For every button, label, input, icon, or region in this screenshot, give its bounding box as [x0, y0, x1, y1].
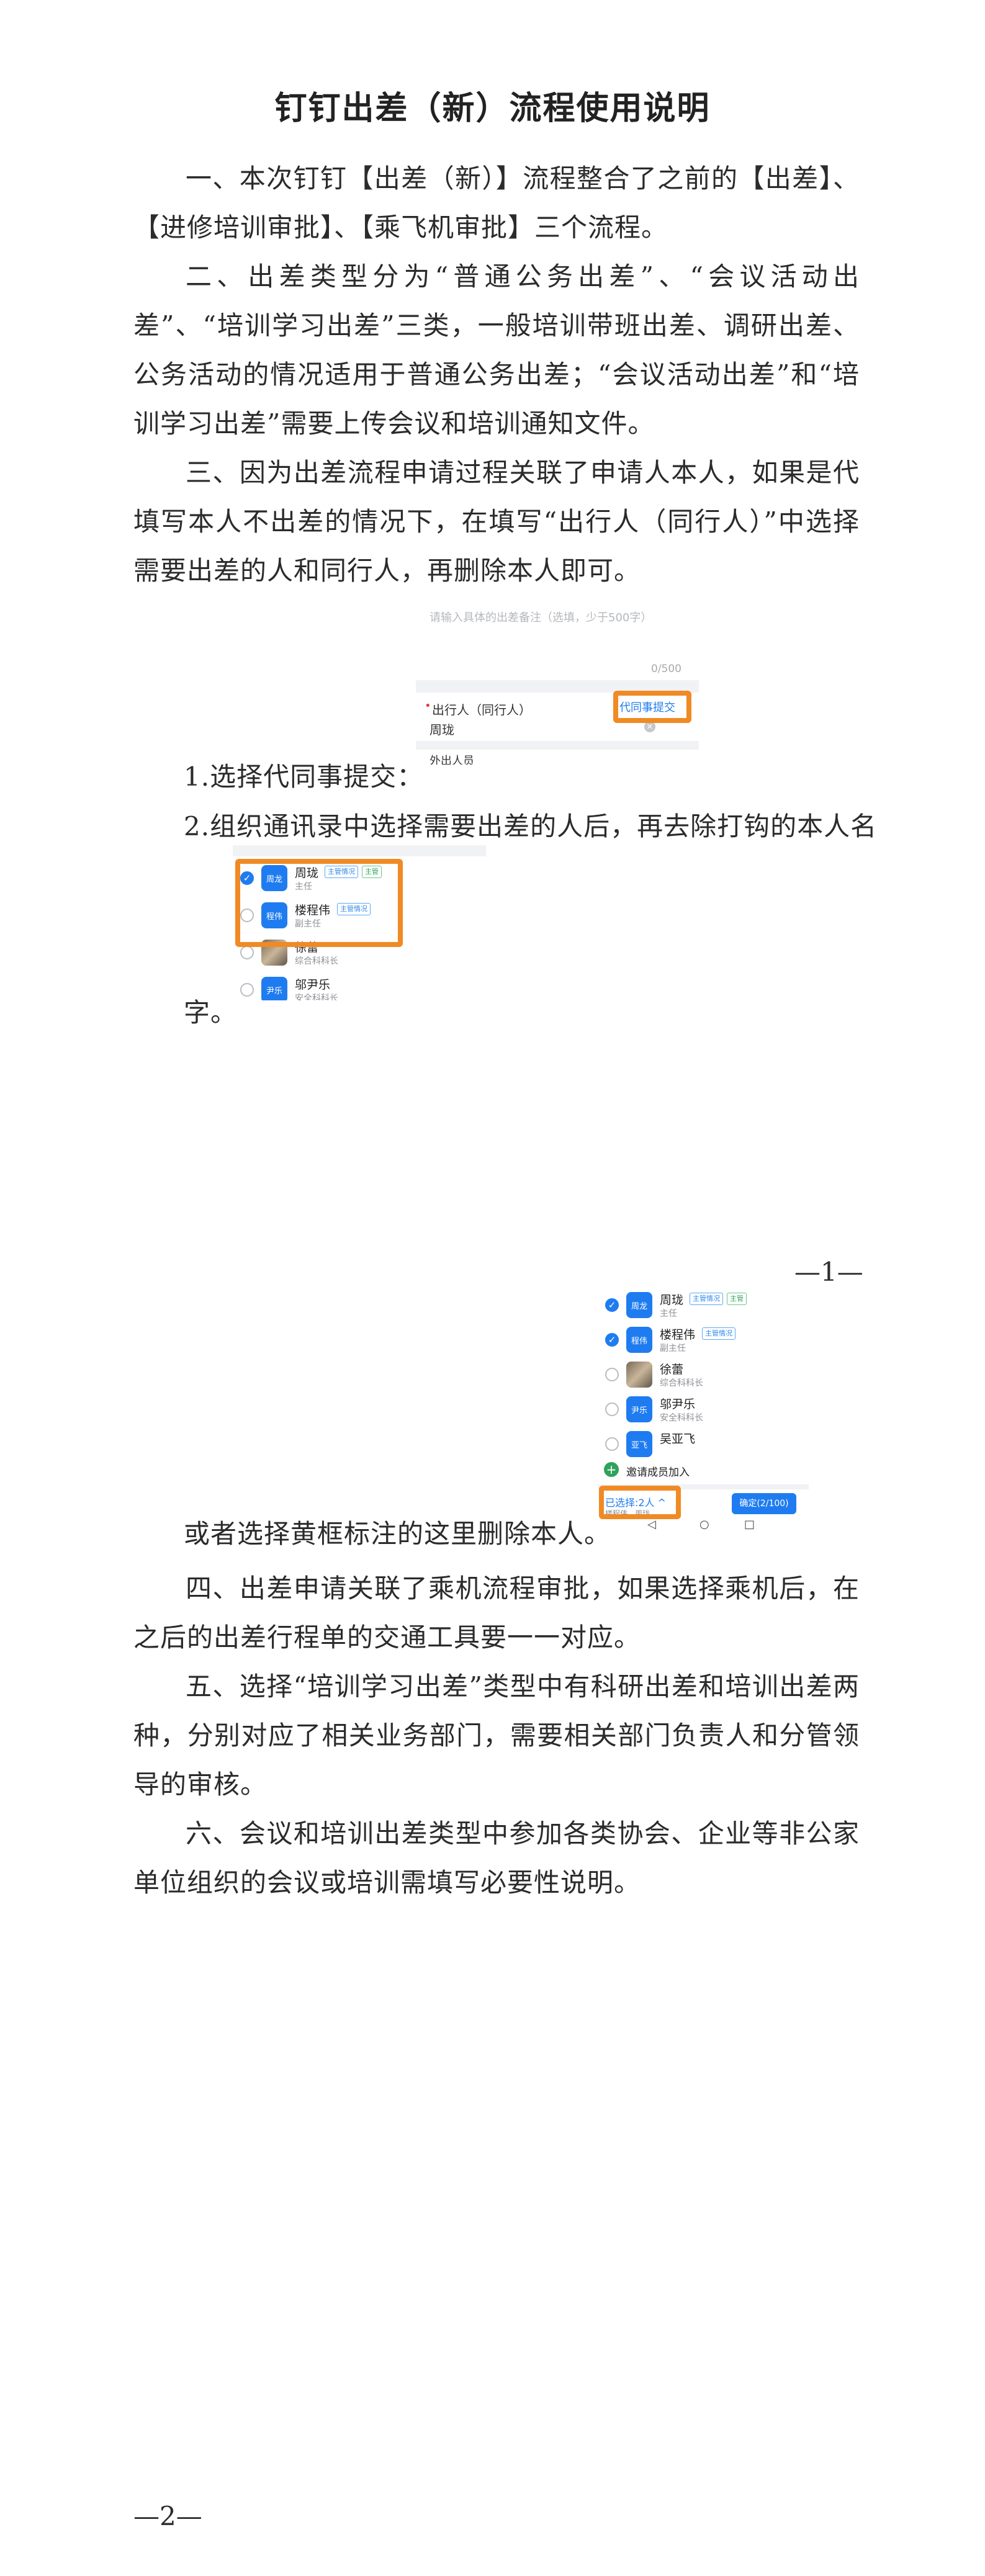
paragraph-5: 五、选择“培训学习出差”类型中有科研出差和培训出差两种，分别对应了相关业务部门，… — [133, 1671, 860, 1800]
contact-name: 楼程伟 — [660, 1328, 696, 1342]
checkbox-icon[interactable] — [605, 1437, 619, 1451]
contact-name: 徐蕾 — [660, 1363, 684, 1376]
contact-name: 周珑 — [295, 866, 319, 880]
avatar: 程伟 — [261, 902, 287, 928]
checkbox-icon[interactable] — [240, 909, 254, 922]
page-1: 钉钉出差（新）流程使用说明 一、本次钉钉【出差（新）】流程整合了之前的【出差】、… — [0, 0, 985, 1287]
contact-row[interactable]: ✓ 程伟楼程伟主管情况副主任 — [598, 1324, 809, 1359]
contact-row[interactable]: ✓ 周龙周珑主管情况主管主任 — [233, 863, 486, 900]
role-tag: 主管情况 — [337, 903, 371, 915]
highlight-box — [235, 859, 403, 947]
document-title: 钉钉出差（新）流程使用说明 — [274, 89, 711, 127]
contact-row[interactable]: 尹乐邬尹乐安全科科长 — [233, 974, 486, 1000]
paragraph-6: 六、会议和培训出差类型中参加各类协会、企业等非公家单位组织的会议或培训需填写必要… — [133, 1818, 860, 1898]
avatar: 尹乐 — [261, 977, 287, 1000]
step-2-line-1: 2.组织通讯录中选择需要出差的人后，再去除打钩的本人名 — [184, 811, 878, 841]
role-tag: 主管情况 — [325, 866, 358, 878]
contact-row[interactable]: 亚飞吴亚飞 — [598, 1429, 809, 1463]
contact-title: 副主任 — [660, 1344, 686, 1353]
contact-row[interactable]: 尹乐邬尹乐安全科科长 — [598, 1394, 809, 1429]
submit-for-colleague-button[interactable]: 代同事提交 — [619, 701, 675, 714]
avatar: 周龙 — [626, 1292, 652, 1318]
screenshot-contacts-1: ✓周龙周珑主管情况主管主任程伟楼程伟主管情况副主任徐蕾综合科科长尹乐邬尹乐安全科… — [233, 845, 486, 1000]
paragraph-1: 一、本次钉钉【出差（新）】流程整合了之前的【出差】、【进修培训审批】、【乘飞机审… — [133, 163, 860, 243]
contact-name: 邬尹乐 — [660, 1398, 696, 1411]
contact-title: 主任 — [660, 1309, 677, 1319]
nav-home-icon[interactable]: ○ — [699, 1518, 709, 1531]
contact-row[interactable]: 徐蕾综合科科长 — [598, 1359, 809, 1394]
role-tag: 主管 — [362, 866, 382, 878]
contact-title: 安全科科长 — [660, 1413, 703, 1423]
checked-checkbox-icon[interactable]: ✓ — [240, 871, 254, 885]
add-member-icon[interactable]: + — [604, 1462, 619, 1477]
role-tag: 主管情况 — [702, 1327, 735, 1340]
step-1: 1.选择代同事提交： — [184, 761, 424, 792]
nav-recent-icon[interactable]: □ — [744, 1518, 755, 1531]
checkbox-icon[interactable] — [605, 1368, 619, 1381]
divider-band — [416, 680, 699, 693]
next-field-label: 外出人员 — [430, 755, 474, 765]
contact-row[interactable]: ✓ 周龙周珑主管情况主管主任 — [598, 1290, 809, 1324]
contact-title: 安全科科长 — [295, 994, 338, 1000]
char-counter: 0/500 — [651, 663, 681, 675]
selected-count[interactable]: 已选择:2人 ^ — [605, 1497, 667, 1509]
confirm-button[interactable]: 确定(2/100) — [732, 1493, 796, 1514]
page-number-2: —2— — [133, 2501, 202, 2531]
checkbox-icon[interactable] — [605, 1402, 619, 1416]
highlight-box — [599, 1486, 681, 1519]
avatar — [626, 1362, 652, 1388]
highlight-box — [613, 691, 691, 723]
avatar: 亚飞 — [626, 1431, 652, 1457]
screenshot-form: 请输入具体的出差备注（选填，少于500字） 0/500 • 出行人（同行人） 周… — [416, 603, 699, 765]
invite-members-link[interactable]: 邀请成员加入 — [626, 1466, 690, 1479]
contact-title: 主任 — [295, 882, 312, 892]
checked-checkbox-icon[interactable]: ✓ — [605, 1298, 619, 1312]
contact-name: 邬尹乐 — [295, 978, 331, 992]
avatar: 周龙 — [261, 865, 287, 891]
contact-name: 吴亚飞 — [660, 1432, 696, 1446]
page-number-1: —1— — [794, 1257, 863, 1287]
paragraph-4: 四、出差申请关联了乘机流程审批，如果选择乘机后，在之后的出差行程单的交通工具要一… — [133, 1573, 860, 1653]
checked-checkbox-icon[interactable]: ✓ — [605, 1333, 619, 1347]
screenshot-contacts-2: ✓周龙周珑主管情况主管主任✓程伟楼程伟主管情况副主任徐蕾综合科科长尹乐邬尹乐安全… — [598, 1285, 809, 1533]
traveler-label: 出行人（同行人） — [432, 702, 531, 717]
contact-title: 综合科科长 — [295, 956, 338, 966]
step-2-line-2: 字。 — [184, 997, 238, 1028]
contact-name: 楼程伟 — [295, 904, 331, 917]
role-tag: 主管 — [727, 1293, 747, 1305]
nav-back-icon[interactable]: ◁ — [647, 1518, 656, 1531]
paragraph-2: 二、出差类型分为“普通公务出差”、“会议活动出差”、“培训学习出差”三类，一般培… — [133, 261, 860, 439]
checkbox-icon[interactable] — [240, 946, 254, 959]
remove-icon[interactable]: × — [644, 721, 655, 732]
paragraph-3: 三、因为出差流程申请过程关联了申请人本人，如果是代填写本人不出差的情况下，在填写… — [133, 457, 860, 586]
avatar: 尹乐 — [626, 1396, 652, 1422]
checkbox-icon[interactable] — [240, 983, 254, 997]
contact-row[interactable]: 程伟楼程伟主管情况副主任 — [233, 900, 486, 937]
traveler-name: 周珑 — [430, 722, 454, 737]
divider-band-2 — [416, 741, 699, 750]
avatar: 程伟 — [626, 1327, 652, 1353]
contact-title: 副主任 — [295, 919, 321, 929]
contact-title: 综合科科长 — [660, 1378, 703, 1388]
contact-name: 周珑 — [660, 1293, 684, 1307]
role-tag: 主管情况 — [690, 1293, 723, 1305]
remark-hint: 请输入具体的出差备注（选填，少于500字） — [430, 611, 652, 624]
step-3: 或者选择黄框标注的这里删除本人。 — [184, 1519, 611, 1549]
required-mark: • — [425, 699, 431, 712]
page-2: ✓周龙周珑主管情况主管主任✓程伟楼程伟主管情况副主任徐蕾综合科科长尹乐邬尹乐安全… — [0, 1272, 985, 2576]
